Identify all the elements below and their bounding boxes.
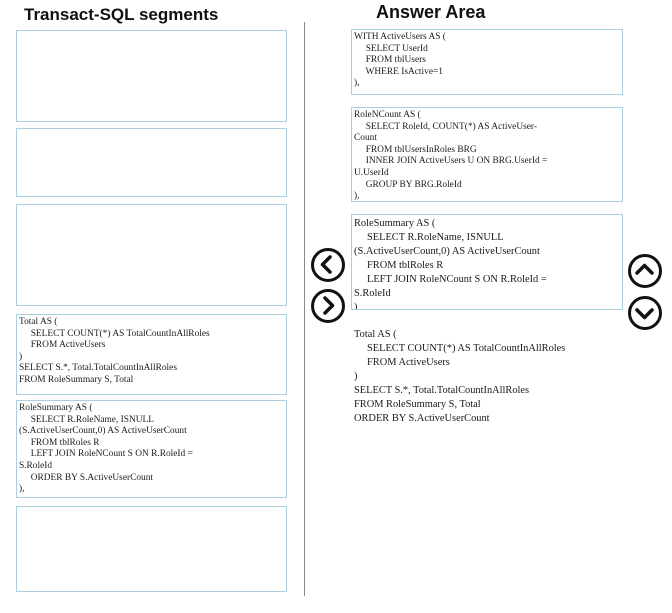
- answer-code: RoleNCount AS ( SELECT RoleId, COUNT(*) …: [352, 108, 622, 202]
- move-down-button[interactable]: [628, 296, 662, 330]
- code-line: ),: [354, 78, 360, 89]
- code-line: FROM tblRoles R: [354, 260, 444, 271]
- chevron-right-icon: [323, 296, 335, 315]
- panel-divider: [304, 22, 305, 596]
- code-line: ),: [354, 302, 361, 310]
- chevron-left-icon: [320, 255, 332, 274]
- code-line: RoleSummary AS (: [354, 218, 436, 229]
- move-right-button[interactable]: [311, 289, 345, 323]
- move-up-button[interactable]: [628, 254, 662, 288]
- code-line: ): [19, 351, 23, 362]
- code-line: FROM RoleSummary S, Total: [19, 374, 134, 385]
- code-line: FROM ActiveUsers: [354, 357, 450, 368]
- code-line: FROM tblRoles R: [19, 437, 100, 448]
- segments-heading: Transact-SQL segments: [24, 5, 219, 24]
- segment-slot-3[interactable]: [16, 204, 287, 306]
- segment-total[interactable]: Total AS ( SELECT COUNT(*) AS TotalCount…: [16, 314, 287, 395]
- code-line: FROM ActiveUsers: [19, 340, 106, 351]
- code-line: (S.ActiveUserCount,0) AS ActiveUserCount: [354, 246, 540, 257]
- segment-code: Total AS ( SELECT COUNT(*) AS TotalCount…: [17, 315, 286, 387]
- code-line: GROUP BY BRG.RoleId: [354, 179, 462, 190]
- code-line: S.RoleId: [19, 460, 53, 471]
- code-line: Total AS (: [19, 317, 58, 327]
- code-line: LEFT JOIN RoleNCount S ON R.RoleId =: [19, 449, 193, 460]
- code-line: RoleNCount AS (: [354, 110, 421, 120]
- answer-code: WITH ActiveUsers AS ( SELECT UserId FROM…: [352, 30, 622, 90]
- segment-slot-6[interactable]: [16, 506, 287, 592]
- segment-slot-2[interactable]: [16, 128, 287, 197]
- code-line: SELECT RoleId, COUNT(*) AS ActiveUser-: [354, 121, 537, 132]
- code-line: Total AS (: [354, 329, 397, 340]
- code-line: SELECT COUNT(*) AS TotalCountInAllRoles: [354, 343, 566, 354]
- code-line: S.RoleId: [354, 288, 391, 299]
- code-line: U.UserId: [354, 167, 389, 178]
- code-line: Count: [354, 133, 377, 144]
- code-line: ORDER BY S.ActiveUserCount: [19, 472, 154, 483]
- segment-code: RoleSummary AS ( SELECT R.RoleName, ISNU…: [17, 401, 286, 496]
- answer-total[interactable]: Total AS ( SELECT COUNT(*) AS TotalCount…: [351, 325, 623, 430]
- code-line: SELECT COUNT(*) AS TotalCountInAllRoles: [19, 328, 210, 339]
- segment-code: [17, 129, 286, 131]
- code-line: RoleSummary AS (: [19, 403, 93, 413]
- code-line: INNER JOIN ActiveUsers U ON BRG.UserId =: [354, 156, 548, 167]
- answer-area-heading: Answer Area: [376, 2, 486, 22]
- answer-activeusers[interactable]: WITH ActiveUsers AS ( SELECT UserId FROM…: [351, 29, 623, 95]
- code-line: ORDER BY S.ActiveUserCount: [354, 413, 490, 424]
- code-line: ): [354, 371, 358, 382]
- code-line: FROM RoleSummary S, Total: [354, 399, 481, 410]
- chevron-up-icon: [635, 263, 654, 275]
- code-line: ),: [354, 191, 360, 202]
- segment-rolesummary-orderby[interactable]: RoleSummary AS ( SELECT R.RoleName, ISNU…: [16, 400, 287, 498]
- answer-rolesummary[interactable]: RoleSummary AS ( SELECT R.RoleName, ISNU…: [351, 214, 623, 310]
- code-line: WHERE IsActive=1: [354, 66, 443, 77]
- chevron-down-icon: [635, 308, 654, 320]
- code-line: (S.ActiveUserCount,0) AS ActiveUserCount: [19, 426, 187, 437]
- code-line: FROM tblUsers: [354, 55, 426, 66]
- answer-code: Total AS ( SELECT COUNT(*) AS TotalCount…: [352, 326, 622, 426]
- code-line: SELECT UserId: [354, 43, 428, 54]
- segment-slot-1[interactable]: [16, 30, 287, 122]
- code-line: SELECT R.RoleName, ISNULL: [354, 232, 504, 243]
- move-left-button[interactable]: [311, 248, 345, 282]
- code-line: FROM tblUsersInRoles BRG: [354, 144, 477, 155]
- code-line: LEFT JOIN RoleNCount S ON R.RoleId =: [354, 274, 547, 285]
- answer-code: RoleSummary AS ( SELECT R.RoleName, ISNU…: [352, 215, 622, 310]
- segment-code: [17, 31, 286, 33]
- code-line: SELECT S.*, Total.TotalCountInAllRoles: [19, 363, 177, 374]
- code-line: SELECT S.*, Total.TotalCountInAllRoles: [354, 385, 530, 396]
- answer-rolencount[interactable]: RoleNCount AS ( SELECT RoleId, COUNT(*) …: [351, 107, 623, 202]
- code-line: SELECT R.RoleName, ISNULL: [19, 414, 154, 425]
- segment-code: [17, 507, 286, 509]
- code-line: ),: [19, 484, 25, 495]
- code-line: WITH ActiveUsers AS (: [354, 32, 446, 42]
- segment-code: [17, 205, 286, 207]
